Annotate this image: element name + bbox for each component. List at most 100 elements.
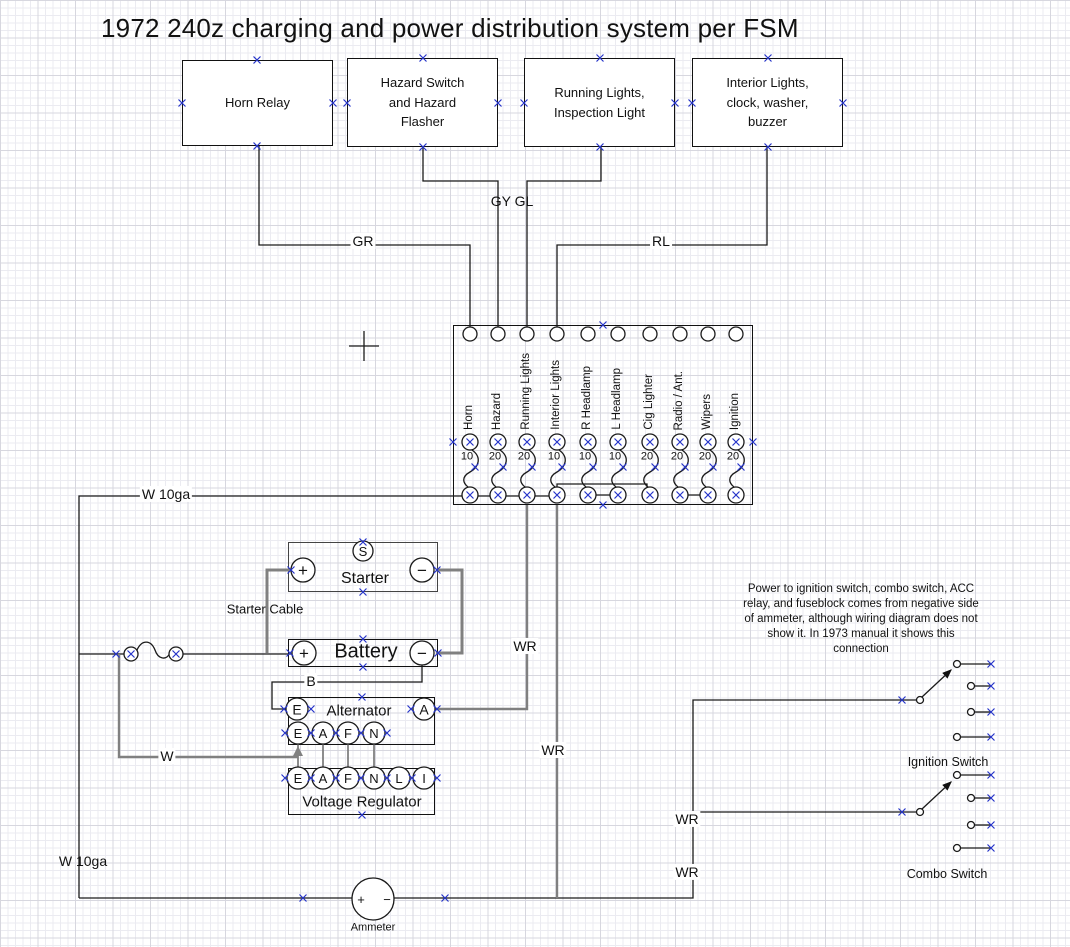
annotation-note: Power to ignition switch, combo switch, … (743, 583, 979, 655)
fuse-element (491, 449, 507, 488)
connection-x-mark (357, 692, 367, 702)
voltage-regulator-terminal (311, 766, 335, 790)
starter-s-terminal (352, 540, 374, 562)
connection-x-mark (470, 462, 480, 472)
alternator-terminal (412, 697, 436, 721)
fuse-terminal-lower-x (614, 491, 622, 499)
fuse-element (581, 449, 597, 488)
w-wire-label: W (158, 747, 176, 765)
combo-switch-arm (921, 781, 952, 810)
connection-x-mark (595, 142, 605, 152)
fuse-terminal-lower-x (584, 491, 592, 499)
alternator-label: Alternator (326, 702, 392, 720)
fuse-element (463, 449, 479, 488)
combo-contact (966, 820, 976, 830)
battery-plus-terminal (291, 640, 317, 666)
connection-x-mark (618, 462, 628, 472)
connection-x-mark (448, 437, 458, 447)
fuse-terminal-upper-x (704, 438, 712, 446)
connection-x-mark (763, 53, 773, 63)
connection-x-mark (357, 810, 367, 820)
fuse-terminal-lower-x (646, 491, 654, 499)
starter-cable-wire (265, 568, 291, 653)
connection-x-mark (598, 320, 608, 330)
starter-s-terminal-letter: S (359, 544, 368, 559)
fuse-amp-rating: 20 (698, 450, 712, 463)
ammeter-circle (351, 877, 395, 921)
fuse-top-terminal (549, 326, 565, 342)
alternator-lower-terminal-letter: N (369, 726, 378, 741)
starter-label: Starter (340, 569, 390, 587)
connection-x-mark (418, 53, 428, 63)
connection-x-mark (493, 98, 503, 108)
fuse-top-terminal (642, 326, 658, 342)
fuse-amp-rating: 20 (640, 450, 654, 463)
connection-x-mark (252, 55, 262, 65)
running-lights-box: Running Lights, Inspection Light (524, 58, 675, 147)
fuse-terminal-upper-x (494, 438, 502, 446)
gr-wire-label: GR (350, 232, 376, 250)
fuse-circuit-name: Cig Lighter (643, 374, 655, 430)
fuse-circuit-name: Interior Lights (550, 360, 562, 430)
ignition-contact (952, 659, 962, 669)
starter-minus-terminal-letter: − (417, 561, 427, 580)
alternator-terminal-letter: A (419, 702, 429, 718)
fuse-amp-rating: 10 (460, 450, 474, 463)
connection-x-mark (498, 462, 508, 472)
connection-x-mark (595, 53, 605, 63)
battery-minus-terminal (409, 640, 435, 666)
fuse-element (520, 449, 536, 488)
w10ga-top-label: W 10ga (139, 485, 193, 503)
starter-minus-terminal (409, 557, 435, 583)
ignition-switch-label: Ignition Switch (907, 754, 989, 769)
w10ga-bottom-label: W 10ga (58, 852, 108, 869)
fuse-element (643, 449, 659, 488)
fuse-terminal-lower-x (676, 491, 684, 499)
fuse-terminal-upper-x (523, 438, 531, 446)
fuse-terminal-lower-x (466, 491, 474, 499)
combo-switch-symbol (915, 770, 991, 853)
connection-x-mark (763, 142, 773, 152)
alternator-lower-terminal (286, 721, 310, 745)
voltage-regulator-terminal-letter: N (369, 771, 378, 786)
fuse-top-terminal (700, 326, 716, 342)
connection-x-mark (598, 500, 608, 510)
alternator-lower-terminal (311, 721, 335, 745)
fuse-terminal-lower-x (494, 491, 502, 499)
voltage-regulator-terminal (412, 766, 436, 790)
ammeter-plus-sign: + (357, 892, 365, 907)
fuse-element (611, 449, 627, 488)
fuse-top-terminal (610, 326, 626, 342)
ammeter-minus-sign: − (383, 892, 391, 907)
fuse-circuit-name: Running Lights (520, 353, 532, 430)
fuse-top-terminal (490, 326, 506, 342)
alternator-lower-terminal (336, 721, 360, 745)
fuse-terminal-upper-x (676, 438, 684, 446)
gy-wire (422, 147, 499, 327)
w10ga-wire (78, 495, 557, 898)
wr-alternator-wire (435, 505, 529, 711)
connection-x-mark (748, 437, 758, 447)
combo-contact (952, 843, 962, 853)
fuse-amp-rating: 10 (547, 450, 561, 463)
gl-wire (526, 147, 602, 327)
fuse-terminal-lower-x (704, 491, 712, 499)
connection-x-mark (342, 98, 352, 108)
voltage-regulator-terminal-letter: A (319, 771, 328, 786)
b-wire (271, 665, 423, 710)
fuse-terminal-lower-x (553, 491, 561, 499)
ignition-contact (952, 732, 962, 742)
combo-switch-label: Combo Switch (906, 866, 988, 881)
bus-branch-cig-lighter (556, 483, 648, 491)
fusible-link-element (136, 641, 171, 659)
combo-contact (966, 793, 976, 803)
connection-x-mark (588, 462, 598, 472)
voltage-regulator-terminal-letter: L (395, 771, 402, 786)
cursor-crosshair (349, 331, 379, 361)
alternator-terminal-letter: E (292, 702, 301, 718)
black-wires (78, 146, 916, 899)
ignition-switch-arm (921, 669, 952, 698)
ammeter-to-ignition-wire (79, 699, 916, 899)
